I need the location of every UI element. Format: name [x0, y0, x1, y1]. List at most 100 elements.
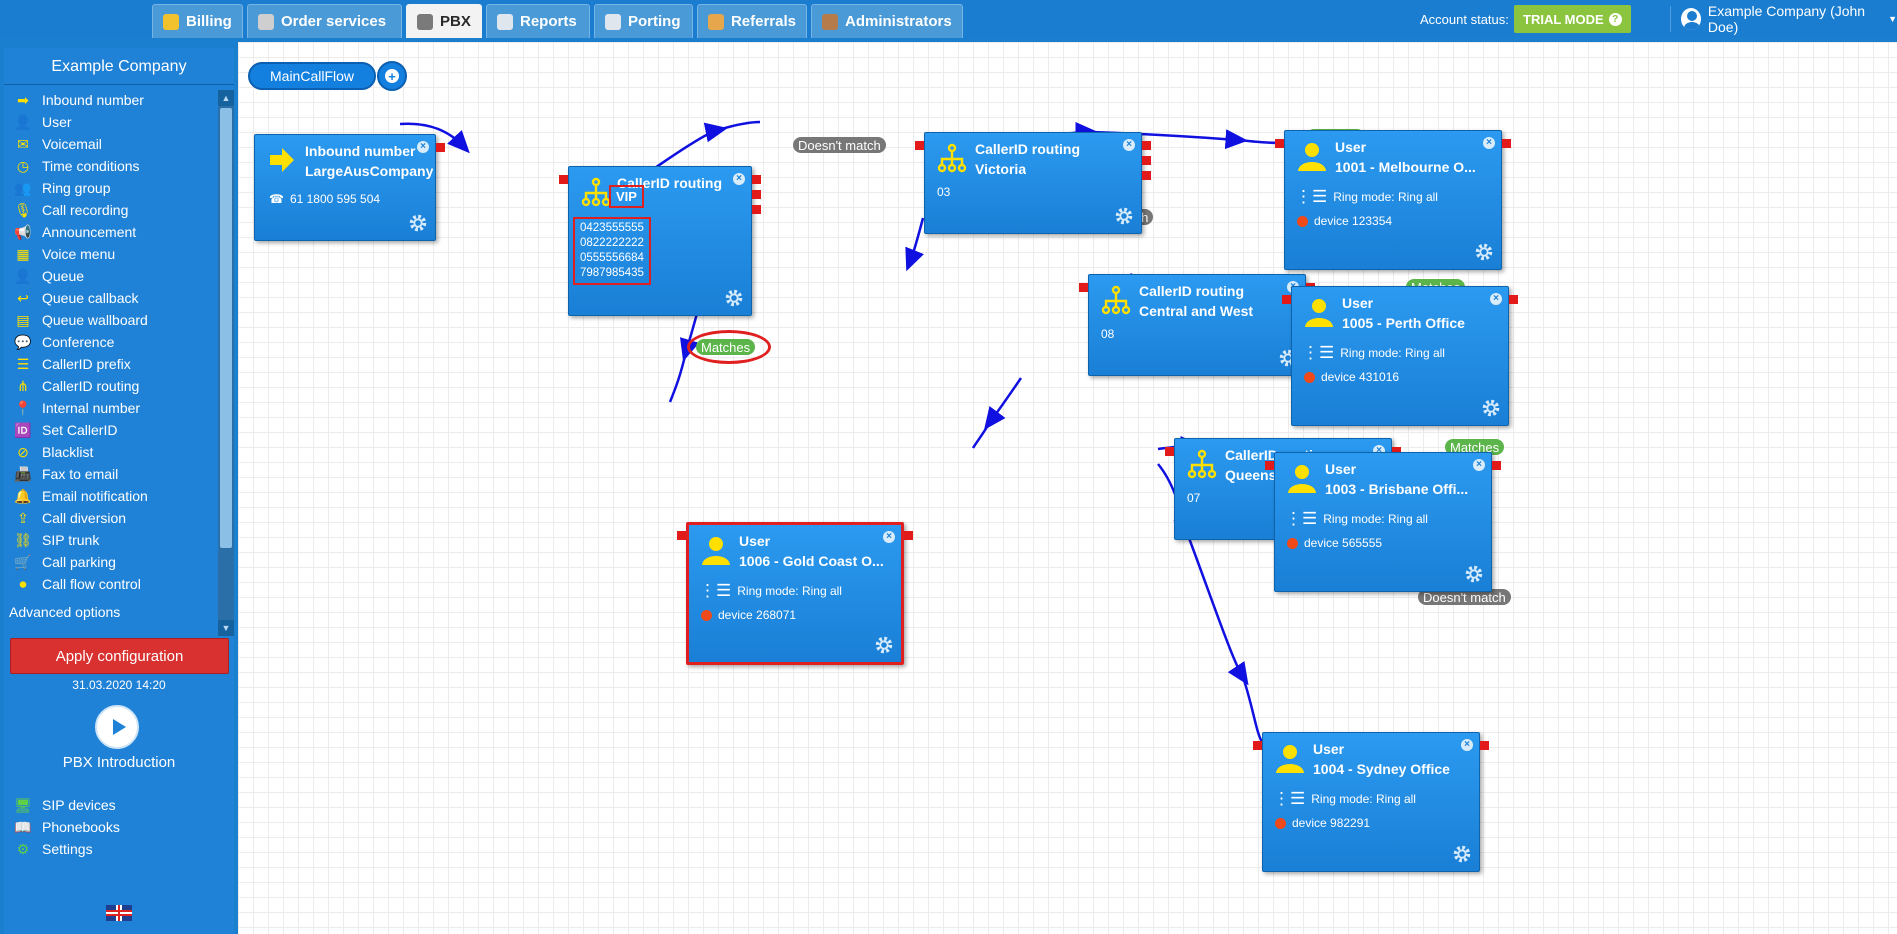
menu-item-voice-menu[interactable]: ▦Voice menu: [4, 243, 218, 265]
gear-icon[interactable]: [1463, 563, 1485, 585]
output-port[interactable]: [752, 175, 761, 184]
menu-item-sip-devices[interactable]: 🖥SIP devices: [14, 797, 116, 813]
node-callerid-routing-central-west[interactable]: CallerID routing Central and West 08 ×: [1079, 274, 1315, 376]
scroll-thumb[interactable]: [220, 108, 232, 548]
menu-item-inbound-number[interactable]: ➡Inbound number: [4, 89, 218, 111]
menu-item-conference[interactable]: 💬Conference: [14, 334, 115, 350]
device-status-icon: [1304, 371, 1315, 383]
input-port[interactable]: [1275, 139, 1284, 148]
menu-item-queue-wallboard[interactable]: ▤Queue wallboard: [4, 309, 218, 331]
tab-pbx[interactable]: PBX: [406, 4, 482, 38]
close-icon[interactable]: ×: [733, 173, 745, 185]
tab-porting[interactable]: Porting: [594, 4, 693, 38]
menu-item-email-notification[interactable]: 🔔Email notification: [14, 488, 148, 504]
advanced-options-header[interactable]: Advanced options: [9, 604, 121, 620]
gear-icon[interactable]: [873, 634, 895, 656]
output-port[interactable]: [1509, 295, 1518, 304]
tab-billing[interactable]: Billing: [152, 4, 243, 38]
trial-mode-button[interactable]: TRIAL MODE ?: [1514, 5, 1631, 33]
close-icon[interactable]: ×: [1123, 139, 1135, 151]
envelope-icon: ✉: [17, 136, 29, 152]
menu-item-call-flow-control[interactable]: ⏺Call flow control: [4, 573, 218, 595]
node-user-gold-coast[interactable]: User 1006 - Gold Coast O... ⋮☰Ring mode:…: [677, 522, 913, 665]
close-icon[interactable]: ×: [1490, 293, 1502, 305]
menu-item-sip-trunk[interactable]: ⛓SIP trunk: [14, 532, 100, 548]
menu-item-callerid-routing[interactable]: ⋔CallerID routing: [4, 375, 218, 397]
scroll-down-icon[interactable]: ▼: [218, 620, 234, 636]
output-port[interactable]: [436, 143, 445, 152]
node-user-melbourne[interactable]: User 1001 - Melbourne O... ⋮☰Ring mode: …: [1275, 130, 1511, 270]
add-callflow-button[interactable]: +: [377, 61, 407, 91]
output-port[interactable]: [1492, 461, 1501, 470]
menu-item-callerid-prefix[interactable]: ☰CallerID prefix: [4, 353, 218, 375]
menu-item-voicemail[interactable]: ✉Voicemail: [4, 133, 218, 155]
callflow-tab-button[interactable]: MainCallFlow: [248, 62, 377, 90]
menu-item-fax-to-email[interactable]: 📠Fax to email: [14, 466, 119, 482]
menu-item-user[interactable]: 👤User: [14, 114, 72, 130]
output-port[interactable]: [1502, 139, 1511, 148]
gear-icon[interactable]: [723, 287, 745, 309]
menu-item-ring-group[interactable]: 👥Ring group: [14, 180, 111, 196]
scroll-up-icon[interactable]: ▲: [218, 90, 234, 106]
close-icon[interactable]: ×: [1473, 459, 1485, 471]
close-icon[interactable]: ×: [1461, 739, 1473, 751]
gear-icon[interactable]: [1451, 843, 1473, 865]
menu-item-set-callerid[interactable]: 🆔Set CallerID: [14, 422, 118, 438]
menu-item-time-conditions[interactable]: ◷Time conditions: [4, 155, 218, 177]
node-callerid-routing-victoria[interactable]: CallerID routing Victoria 03 ×: [915, 132, 1151, 234]
pbx-introduction-label[interactable]: PBX Introduction: [62, 754, 176, 771]
menu-item-call-diversion[interactable]: ⇪Call diversion: [4, 507, 218, 529]
gear-icon[interactable]: [1113, 205, 1135, 227]
menu-item-phonebooks[interactable]: 📖Phonebooks: [14, 819, 120, 835]
user-menu[interactable]: Example Company (John Doe) ▼: [1670, 3, 1897, 35]
menu-scrollbar[interactable]: ▲ ▼: [218, 90, 234, 636]
menu-item-call-recording[interactable]: 🎙Call recording: [14, 202, 129, 218]
node-user-sydney[interactable]: User 1004 - Sydney Office ⋮☰Ring mode: R…: [1253, 732, 1489, 872]
tab-referrals[interactable]: Referrals: [697, 4, 807, 38]
input-port[interactable]: [1165, 447, 1174, 456]
apply-configuration-button[interactable]: Apply configuration: [10, 638, 229, 674]
menu-item-announcement[interactable]: 📢Announcement: [14, 224, 137, 240]
input-port[interactable]: [677, 531, 686, 540]
uk-flag-icon[interactable]: [106, 905, 132, 921]
menu-item-call-parking[interactable]: 🛒Call parking: [14, 554, 116, 570]
close-icon[interactable]: ×: [417, 141, 429, 153]
output-port[interactable]: [904, 531, 913, 540]
tab-order-services[interactable]: Order services: [247, 4, 402, 38]
tab-reports[interactable]: Reports: [486, 4, 590, 38]
output-port[interactable]: [1142, 171, 1151, 180]
output-port[interactable]: [752, 205, 761, 214]
tab-administrators[interactable]: Administrators: [811, 4, 963, 38]
output-port[interactable]: [752, 190, 761, 199]
call-flow-canvas[interactable]: MainCallFlow +: [238, 42, 1897, 934]
input-port[interactable]: [1265, 461, 1274, 470]
output-port[interactable]: [1392, 447, 1401, 456]
gear-icon[interactable]: [1480, 397, 1502, 419]
menu-item-queue-callback[interactable]: ↩Queue callback: [4, 287, 218, 309]
close-icon[interactable]: ×: [1483, 137, 1495, 149]
input-port[interactable]: [1253, 741, 1262, 750]
input-port[interactable]: [1079, 283, 1088, 292]
node-callerid-routing-vip[interactable]: CallerID routing VIP 0423555555 08222222…: [559, 166, 761, 316]
play-icon[interactable]: [95, 705, 139, 749]
node-user-brisbane[interactable]: User 1003 - Brisbane Offi... ⋮☰Ring mode…: [1265, 452, 1501, 592]
output-port[interactable]: [1480, 741, 1489, 750]
input-port[interactable]: [1282, 295, 1291, 304]
wire-central-to-queensland: [984, 377, 1023, 431]
input-port[interactable]: [559, 175, 568, 184]
node-user-perth[interactable]: User 1005 - Perth Office ⋮☰Ring mode: Ri…: [1282, 286, 1518, 426]
node-inbound-number[interactable]: Inbound number LargeAusCompany ☎61 1800 …: [254, 134, 445, 241]
menu-item-settings[interactable]: ⚙Settings: [4, 838, 234, 860]
device-status-icon: [1297, 215, 1308, 227]
sidebar: Example Company ➡Inbound number 👤User ✉V…: [4, 48, 234, 934]
routing-name-highlight: VIP: [609, 185, 644, 208]
menu-item-internal-number[interactable]: 📍Internal number: [14, 400, 141, 416]
output-port[interactable]: [1142, 156, 1151, 165]
input-port[interactable]: [915, 141, 924, 150]
gear-icon[interactable]: [407, 212, 429, 234]
close-icon[interactable]: ×: [883, 531, 895, 543]
menu-item-blacklist[interactable]: ⊘Blacklist: [4, 441, 218, 463]
gear-icon[interactable]: [1473, 241, 1495, 263]
output-port[interactable]: [1142, 141, 1151, 150]
menu-item-queue[interactable]: 👤Queue: [14, 268, 85, 284]
